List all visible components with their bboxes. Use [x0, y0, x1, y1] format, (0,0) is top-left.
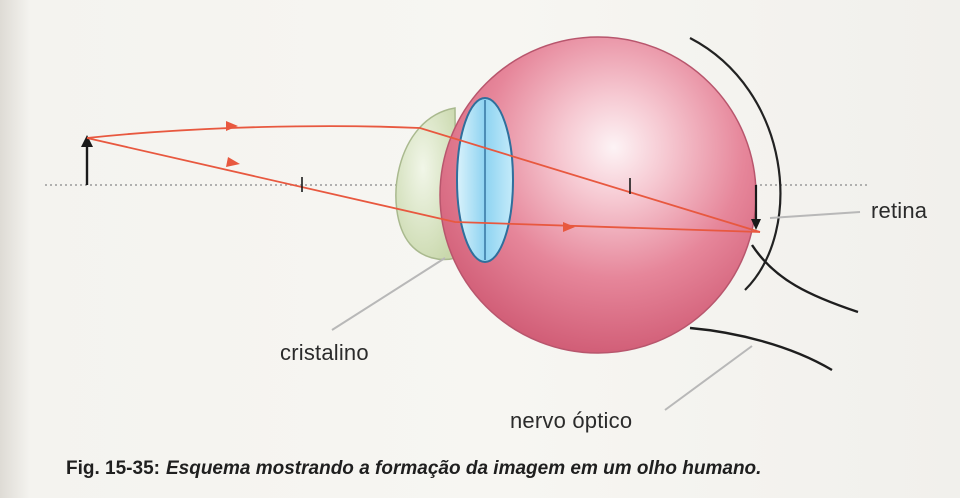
- label-retina: retina: [871, 198, 927, 224]
- ray-arrow-1: [226, 121, 238, 131]
- leader-retina: [770, 212, 860, 218]
- figure-caption: Fig. 15-35: Esquema mostrando a formação …: [66, 458, 761, 480]
- leader-cristalino: [332, 258, 445, 330]
- optic-nerve-lower: [690, 328, 832, 370]
- ray-arrow-2: [226, 157, 240, 167]
- caption-text: Esquema mostrando a formação da imagem e…: [166, 458, 761, 479]
- label-nervo-optico: nervo óptico: [510, 408, 632, 434]
- caption-number: Fig. 15-35:: [66, 458, 160, 479]
- label-cristalino: cristalino: [280, 340, 369, 366]
- leader-nervo: [665, 346, 752, 410]
